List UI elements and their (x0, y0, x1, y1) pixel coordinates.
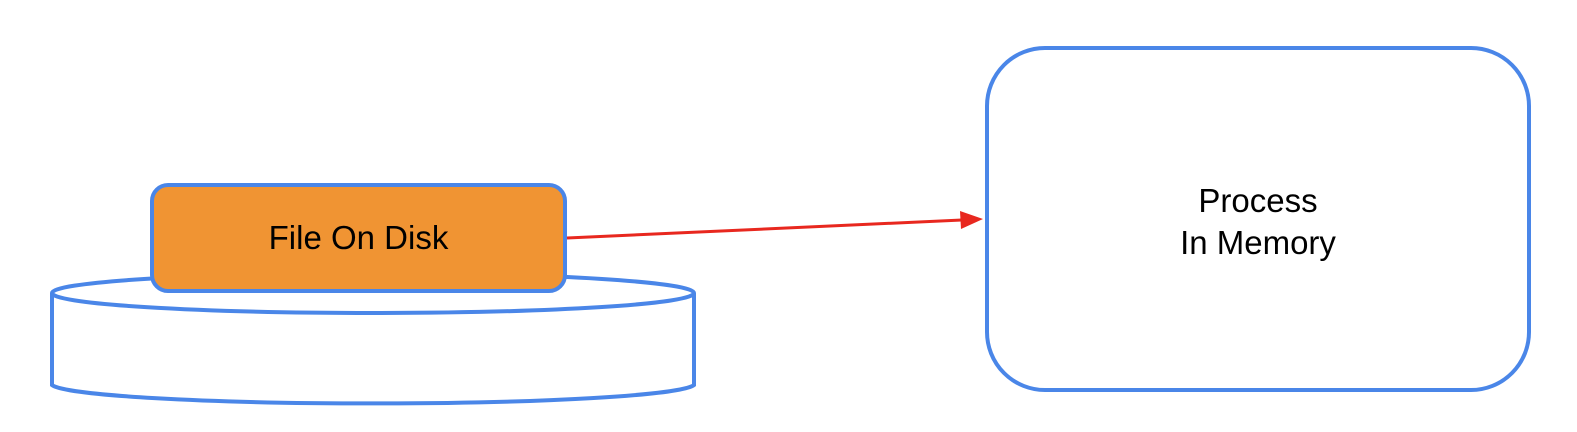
load-arrow (566, 211, 983, 240)
process-label-line1: Process (1198, 182, 1318, 219)
process-label-line2: In Memory (1180, 224, 1336, 261)
process-in-memory-box (985, 46, 1531, 392)
file-on-disk-box (150, 183, 567, 293)
file-on-disk-label: File On Disk (268, 219, 449, 256)
process-in-memory-label: Process In Memory (987, 180, 1529, 264)
disk-body (50, 293, 696, 406)
arrow-head (960, 211, 983, 229)
arrow-line (566, 218, 963, 240)
